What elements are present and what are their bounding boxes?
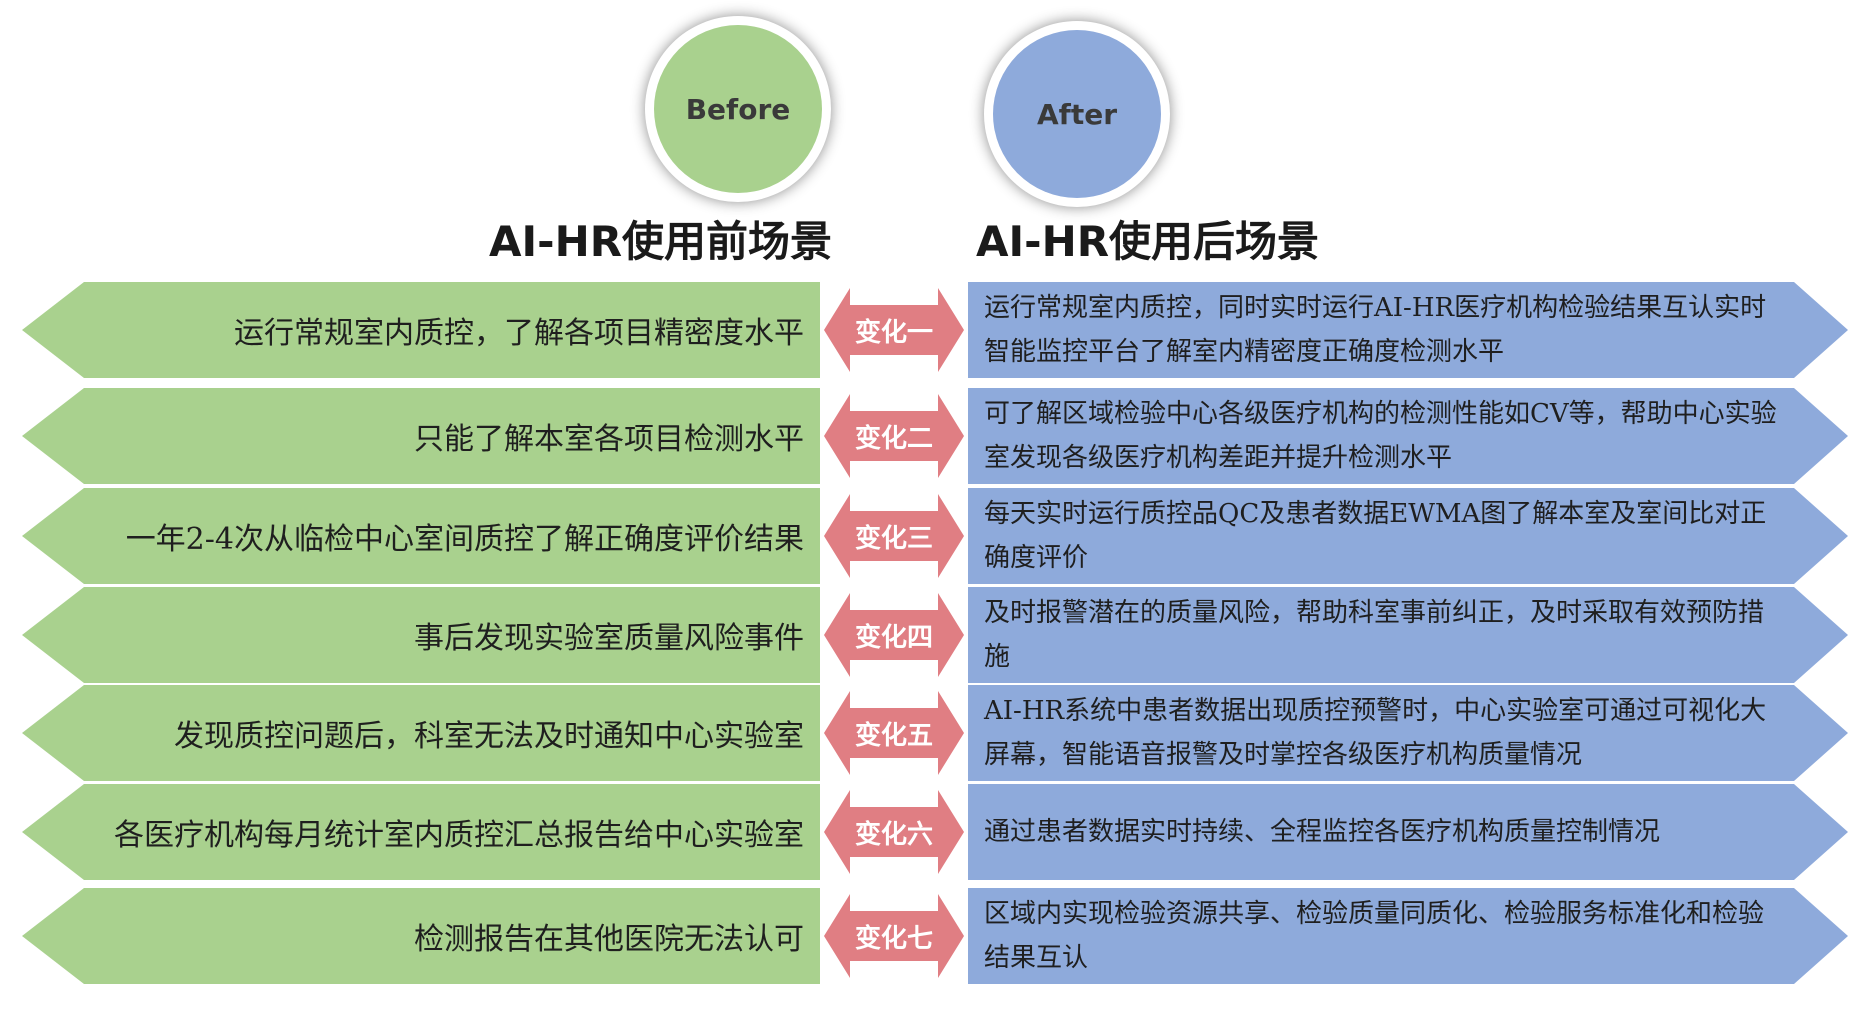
after-box: 运行常规室内质控，同时实时运行AI-HR医疗机构检验结果互认实时智能监控平台了解… <box>968 282 1848 378</box>
after-text: 区域内实现检验资源共享、检验质量同质化、检验服务标准化和检验结果互认 <box>984 899 1765 973</box>
comparison-row-7: 检测报告在其他医院无法认可 变化七 区域内实现检验资源共享、检验质量同质化、检验… <box>0 888 1870 984</box>
after-text: 可了解区域检验中心各级医疗机构的检测性能如CV等，帮助中心实验室发现各级医疗机构… <box>984 399 1777 473</box>
before-text: 只能了解本室各项目检测水平 <box>414 422 804 457</box>
after-box: AI-HR系统中患者数据出现质控预警时，中心实验室可通过可视化大屏幕，智能语音报… <box>968 685 1848 781</box>
change-label: 变化四 <box>854 622 933 653</box>
before-text: 一年2-4次从临检中心室间质控了解正确度评价结果 <box>125 522 804 557</box>
before-text: 检测报告在其他医院无法认可 <box>414 922 804 957</box>
before-text: 运行常规室内质控，了解各项目精密度水平 <box>234 316 804 351</box>
after-box: 每天实时运行质控品QC及患者数据EWMA图了解本室及室间比对正确度评价 <box>968 488 1848 584</box>
after-box: 及时报警潜在的质量风险，帮助科室事前纠正，及时采取有效预防措施 <box>968 587 1848 683</box>
before-box: 检测报告在其他医院无法认可 <box>22 888 820 984</box>
before-text: 发现质控问题后，科室无法及时通知中心实验室 <box>174 719 804 754</box>
change-arrow: 变化一 <box>824 288 964 372</box>
after-text: 及时报警潜在的质量风险，帮助科室事前纠正，及时采取有效预防措施 <box>984 598 1765 672</box>
before-text: 各医疗机构每月统计室内质控汇总报告给中心实验室 <box>114 818 804 853</box>
change-arrow: 变化五 <box>824 691 964 775</box>
change-label: 变化六 <box>854 819 933 850</box>
after-box: 区域内实现检验资源共享、检验质量同质化、检验服务标准化和检验结果互认 <box>968 888 1848 984</box>
after-text: 通过患者数据实时持续、全程监控各医疗机构质量控制情况 <box>984 817 1661 847</box>
after-text: AI-HR系统中患者数据出现质控预警时，中心实验室可通过可视化大屏幕，智能语音报… <box>984 696 1767 770</box>
comparison-row-6: 各医疗机构每月统计室内质控汇总报告给中心实验室 变化六 通过患者数据实时持续、全… <box>0 784 1870 880</box>
after-text: 运行常规室内质控，同时实时运行AI-HR医疗机构检验结果互认实时智能监控平台了解… <box>984 293 1767 367</box>
before-box: 运行常规室内质控，了解各项目精密度水平 <box>22 282 820 378</box>
comparison-row-4: 事后发现实验室质量风险事件 变化四 及时报警潜在的质量风险，帮助科室事前纠正，及… <box>0 587 1870 683</box>
after-title: AI-HR使用后场景 <box>976 217 1320 266</box>
after-box: 可了解区域检验中心各级医疗机构的检测性能如CV等，帮助中心实验室发现各级医疗机构… <box>968 388 1848 484</box>
change-arrow: 变化三 <box>824 494 964 578</box>
before-box: 事后发现实验室质量风险事件 <box>22 587 820 683</box>
before-label: Before <box>654 25 822 193</box>
comparison-row-3: 一年2-4次从临检中心室间质控了解正确度评价结果 变化三 每天实时运行质控品QC… <box>0 488 1870 584</box>
change-arrow: 变化四 <box>824 593 964 677</box>
change-label: 变化三 <box>854 523 933 554</box>
change-arrow: 变化七 <box>824 894 964 978</box>
change-label: 变化一 <box>854 317 933 348</box>
before-title: AI-HR使用前场景 <box>489 217 833 266</box>
before-box: 各医疗机构每月统计室内质控汇总报告给中心实验室 <box>22 784 820 880</box>
after-text: 每天实时运行质控品QC及患者数据EWMA图了解本室及室间比对正确度评价 <box>984 499 1767 573</box>
change-label: 变化五 <box>854 720 933 751</box>
after-circle: After <box>984 21 1170 207</box>
change-arrow: 变化六 <box>824 790 964 874</box>
change-label: 变化二 <box>854 423 933 454</box>
before-text: 事后发现实验室质量风险事件 <box>414 621 804 656</box>
comparison-row-5: 发现质控问题后，科室无法及时通知中心实验室 变化五 AI-HR系统中患者数据出现… <box>0 685 1870 781</box>
comparison-row-1: 运行常规室内质控，了解各项目精密度水平 变化一 运行常规室内质控，同时实时运行A… <box>0 282 1870 378</box>
before-box: 发现质控问题后，科室无法及时通知中心实验室 <box>22 685 820 781</box>
before-box: 只能了解本室各项目检测水平 <box>22 388 820 484</box>
comparison-row-2: 只能了解本室各项目检测水平 变化二 可了解区域检验中心各级医疗机构的检测性能如C… <box>0 388 1870 484</box>
before-box: 一年2-4次从临检中心室间质控了解正确度评价结果 <box>22 488 820 584</box>
change-label: 变化七 <box>854 923 933 954</box>
after-label: After <box>993 30 1161 198</box>
after-box: 通过患者数据实时持续、全程监控各医疗机构质量控制情况 <box>968 784 1848 880</box>
before-circle: Before <box>645 16 831 202</box>
change-arrow: 变化二 <box>824 394 964 478</box>
